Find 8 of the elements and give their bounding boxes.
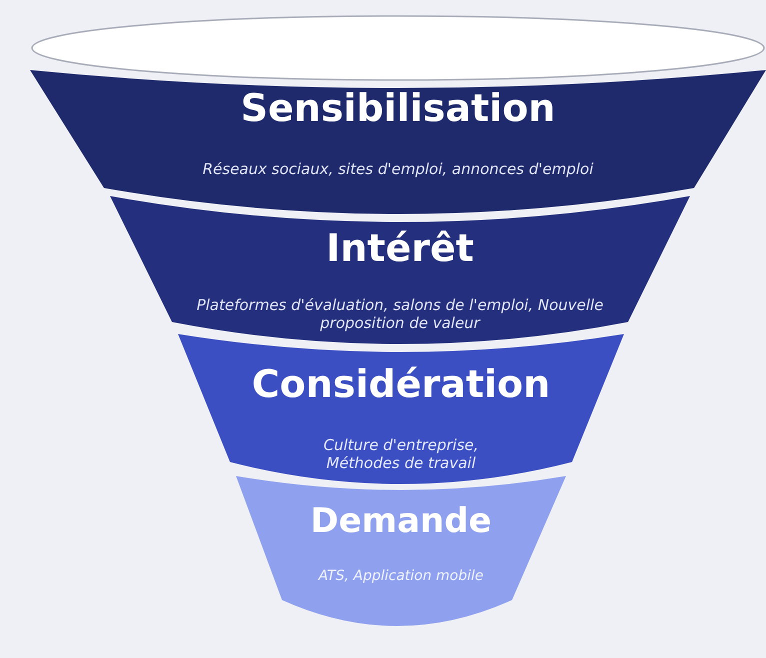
stage-description: ATS, Application mobile	[316, 568, 485, 584]
stage-title: Sensibilisation	[240, 86, 556, 130]
stage-title: Demande	[309, 500, 493, 541]
stage-title: Intérêt	[325, 226, 475, 270]
stage-title: Considération	[250, 362, 552, 406]
stage-description: Réseaux sociaux, sites d'emploi, annonces d'emploi	[202, 160, 594, 178]
stage-description: Culture d'entreprise, Méthodes de travail	[322, 436, 480, 472]
stage-description: Plateformes d'évaluation, salons de l'emploi, Nouvelle proposition de valeur	[196, 296, 604, 332]
